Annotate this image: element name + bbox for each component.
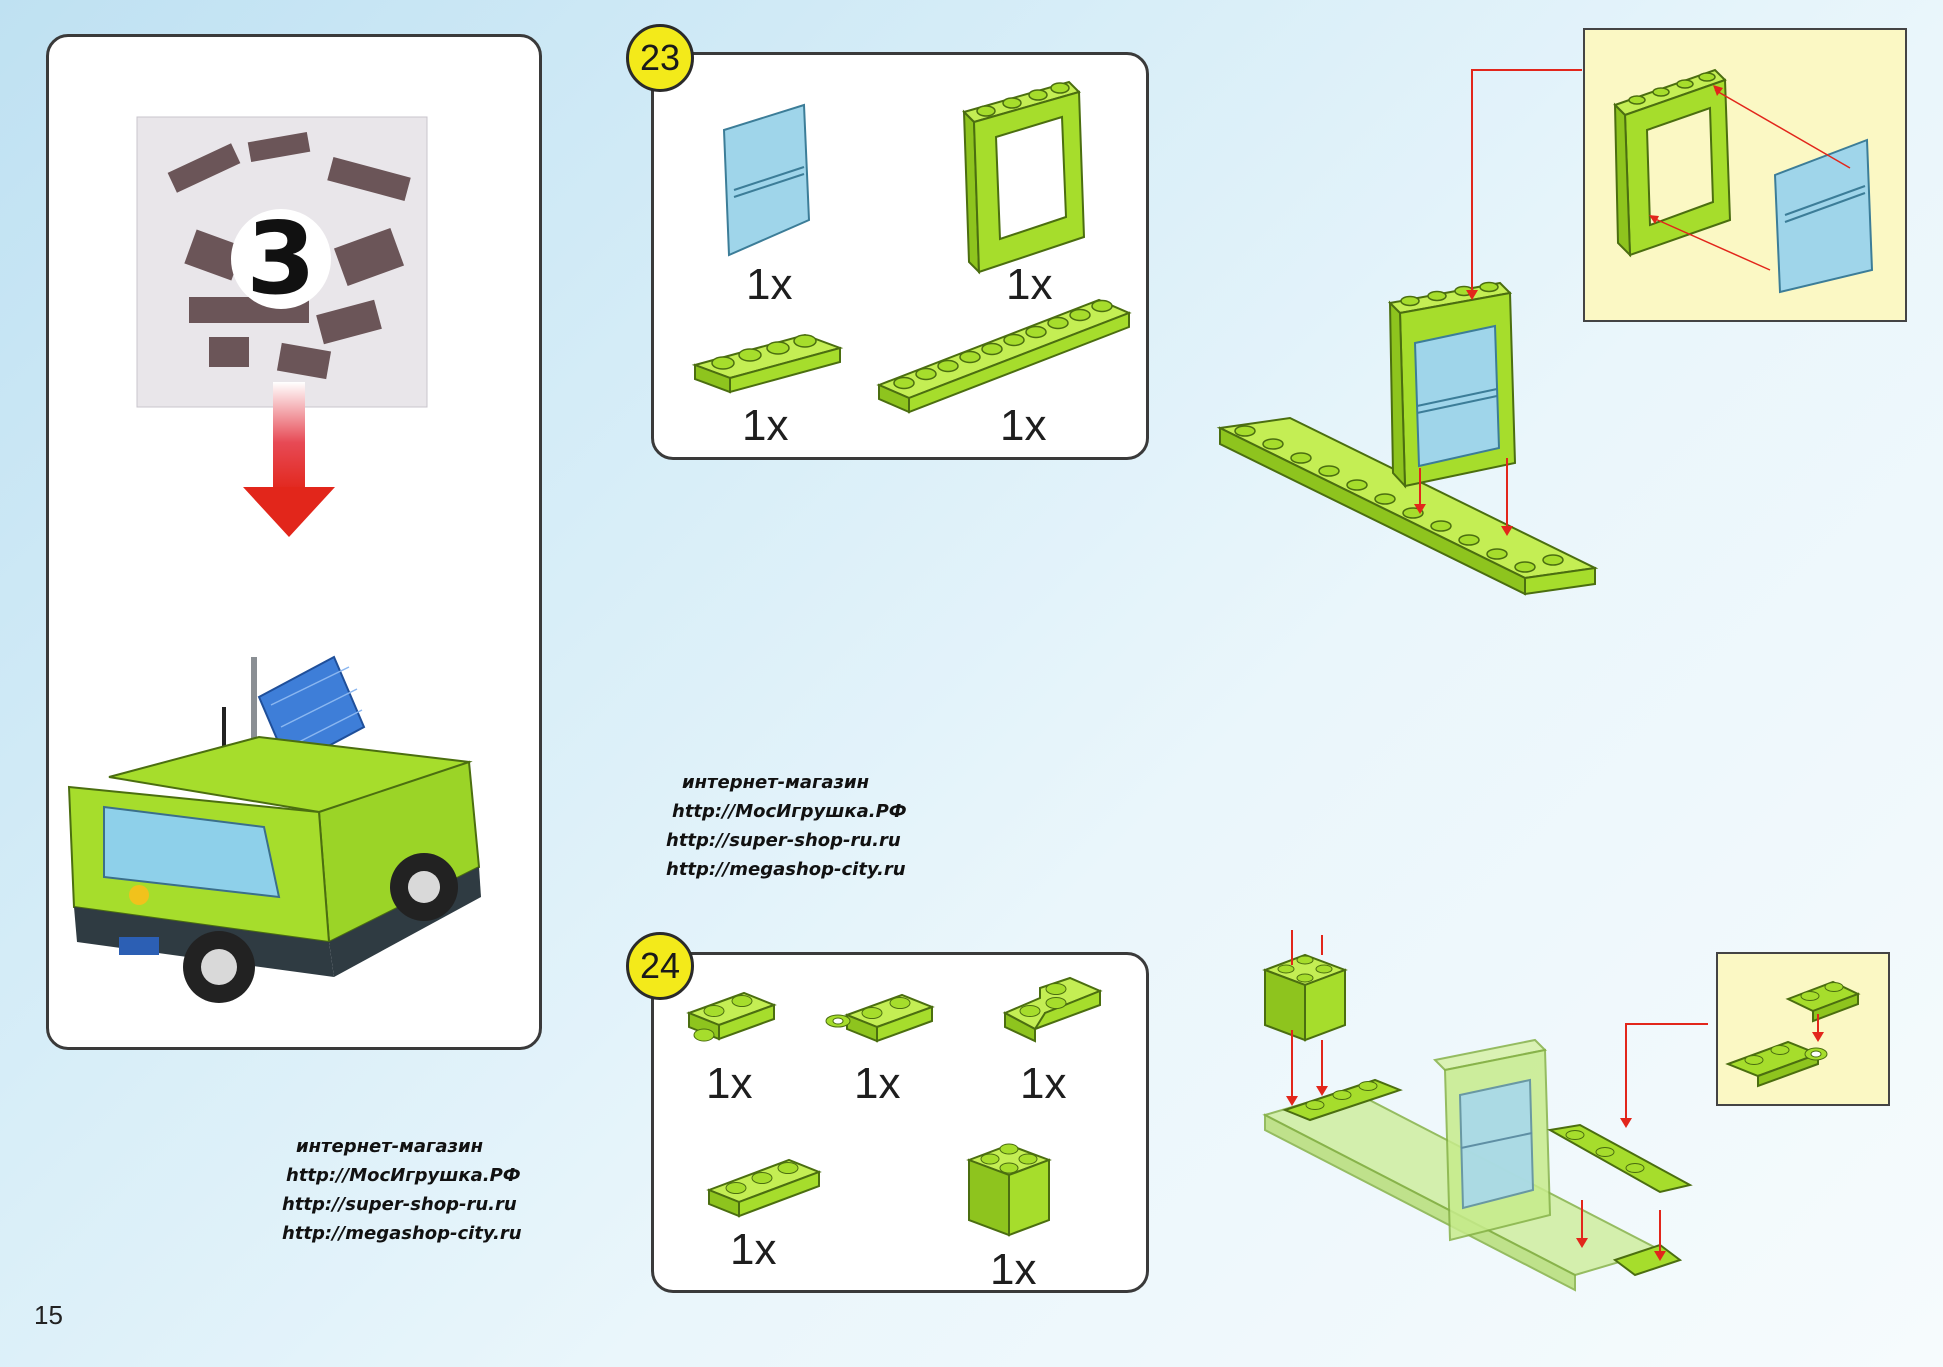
watermark-bottom-left: интернет-магазин http://МосИгрушка.РФ ht… [282, 1132, 522, 1248]
brick-2x2-part [966, 1143, 1052, 1237]
step-23-qty-plate-1x10: 1x [1000, 401, 1047, 450]
step-24-assembly [1262, 930, 1693, 1292]
down-arrow-icon [243, 382, 335, 537]
watermark-center: интернет-магазин http://МосИгрушка.РФ ht… [666, 768, 907, 884]
plate-1x4-part [691, 333, 844, 394]
vehicle-illustration [67, 655, 481, 1003]
step-23-callout-connector [1466, 69, 1582, 300]
watermark-line: http://super-shop-ru.ru [666, 830, 901, 851]
watermark-line: интернет-магазин [682, 772, 870, 793]
bag-panel: 3 [46, 34, 542, 1050]
bag-number: 3 [246, 200, 316, 317]
page-number: 15 [34, 1300, 63, 1330]
step-23-badge: 23 [626, 24, 694, 92]
plate-1x10-part [876, 298, 1132, 414]
step-24-qty-brick-2x2: 1x [990, 1245, 1037, 1294]
step-24-callout-connector [1620, 1023, 1708, 1128]
step-24-callout [1716, 952, 1890, 1106]
step-24-badge: 24 [626, 932, 694, 1000]
step-24-qty-plate-1x2: 1x [730, 1225, 777, 1274]
plate-1x2-clip-part [686, 991, 777, 1042]
step-23-qty-window-frame: 1x [1006, 260, 1053, 309]
plate-1x2-ring-part [825, 993, 935, 1043]
watermark-line: http://МосИгрушка.РФ [672, 801, 907, 822]
step-23-parts-panel: 1x 1x 1x 1x [651, 52, 1149, 460]
step-23-assembly [1216, 281, 1599, 596]
watermark-line: http://megashop-city.ru [282, 1223, 522, 1244]
step-23-qty-window-glass: 1x [746, 260, 793, 309]
watermark-line: интернет-магазин [296, 1136, 484, 1157]
frame-glass-detail [1613, 68, 1874, 294]
watermark-line: http://megashop-city.ru [666, 859, 906, 880]
watermark-line: http://МосИгрушка.РФ [286, 1165, 521, 1186]
plate-corner-part [1002, 976, 1103, 1043]
step-24-qty-plate-ring: 1x [854, 1059, 901, 1108]
step-23-qty-plate-1x4: 1x [742, 401, 789, 450]
step-24-qty-plate-corner: 1x [1020, 1059, 1067, 1108]
parts-bag-illustration [136, 116, 428, 408]
watermark-line: http://super-shop-ru.ru [282, 1194, 517, 1215]
window-frame-part [962, 80, 1086, 275]
step-24-qty-plate-clip: 1x [706, 1059, 753, 1108]
plate-ring-detail [1725, 980, 1861, 1088]
window-glass-part [722, 103, 811, 257]
step-24-parts-panel: 1x 1x 1x 1x 1x [651, 952, 1149, 1294]
plate-1x2-part [706, 1158, 822, 1218]
step-23-callout [1583, 28, 1907, 322]
